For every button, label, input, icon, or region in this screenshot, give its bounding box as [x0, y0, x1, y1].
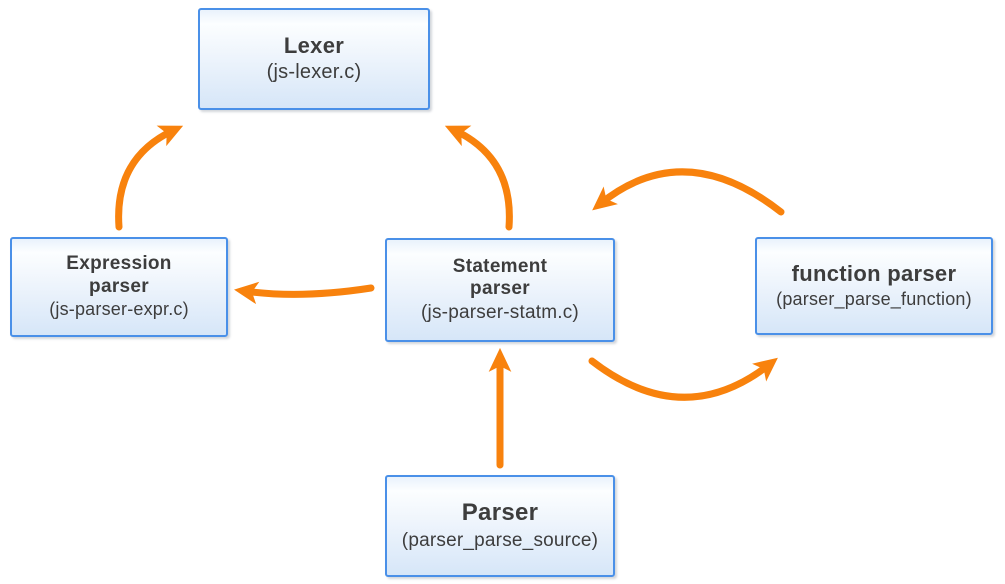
node-parser: Parser (parser_parse_source): [385, 475, 615, 577]
node-function-parser: function parser (parser_parse_function): [755, 237, 993, 335]
node-lexer-title: Lexer: [283, 32, 345, 58]
node-function-parser-title: function parser: [791, 261, 957, 287]
node-lexer: Lexer (js-lexer.c): [198, 8, 430, 110]
node-expression-parser-subtitle: (js-parser-expr.c): [49, 299, 189, 320]
node-statement-parser-title: Statement parser: [452, 255, 548, 300]
node-expression-parser-title: Expression parser: [66, 253, 172, 297]
node-statement-parser-subtitle: (js-parser-statm.c): [421, 301, 579, 323]
node-function-parser-subtitle: (parser_parse_function): [776, 289, 972, 310]
arrow-statement_parser-to-lexer: [444, 125, 513, 231]
arrow-statement_parser-to-function_parser: [588, 357, 778, 401]
node-lexer-subtitle: (js-lexer.c): [266, 61, 362, 84]
node-expression-parser: Expression parser (js-parser-expr.c): [10, 237, 228, 337]
arrow-function_parser-to-statement_parser: [592, 168, 785, 216]
node-parser-subtitle: (parser_parse_source): [401, 530, 599, 552]
arrow-statement_parser-to-expression_parser: [234, 281, 375, 305]
node-statement-parser: Statement parser (js-parser-statm.c): [385, 238, 615, 342]
arrow-expression_parser-to-lexer: [115, 125, 184, 231]
node-parser-title: Parser: [461, 498, 539, 526]
